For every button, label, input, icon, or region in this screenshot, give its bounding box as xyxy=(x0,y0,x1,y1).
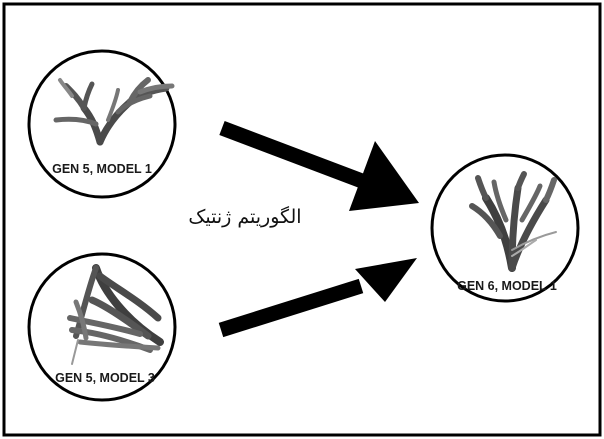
arrow-top-head xyxy=(349,141,419,211)
arrow-top-shaft xyxy=(219,120,365,189)
arrow-bottom-shaft xyxy=(218,278,364,338)
arrow-bottom xyxy=(218,258,417,338)
node-label: GEN 5, MODEL 3 xyxy=(55,371,155,385)
arrow-top xyxy=(219,120,419,211)
branch-model-illustration xyxy=(469,171,557,272)
node-gen6-model1: GEN 6, MODEL 1 xyxy=(430,153,580,303)
node-label: GEN 5, MODEL 1 xyxy=(52,162,152,176)
process-label: الگوریتم ژنتیک xyxy=(188,205,301,228)
branch-model-illustration xyxy=(53,77,175,146)
node-gen5-model1: GEN 5, MODEL 1 xyxy=(27,49,177,199)
arrow-bottom-head xyxy=(355,258,417,302)
node-label: GEN 6, MODEL 1 xyxy=(457,279,557,293)
branch-model-illustration xyxy=(67,264,164,365)
node-gen5-model3: GEN 5, MODEL 3 xyxy=(27,252,177,402)
